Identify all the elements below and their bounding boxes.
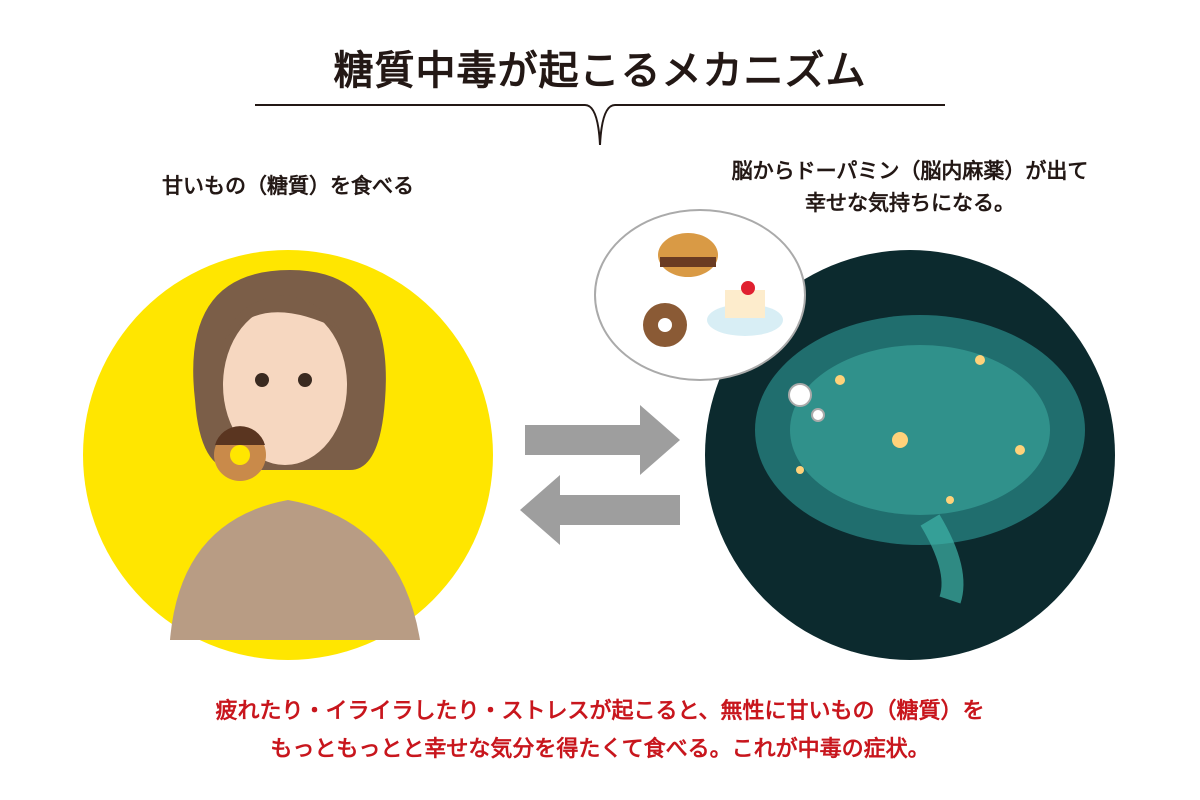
woman-eating-donut-illustration <box>170 270 420 640</box>
right-caption: 脳からドーパミン（脳内麻薬）が出て 幸せな気持ちになる。 <box>650 155 1170 219</box>
arrow-left-icon <box>520 475 680 545</box>
page-title: 糖質中毒が起こるメカニズム <box>333 48 867 94</box>
bottom-explanation: 疲れたり・イライラしたり・ストレスが起こると、無性に甘いもの（糖質）を もっとも… <box>0 693 1200 769</box>
left-caption: 甘いもの（糖質）を食べる <box>162 174 414 198</box>
right-caption-line1: 脳からドーパミン（脳内麻薬）が出て <box>731 159 1089 183</box>
thought-bubble <box>594 209 825 422</box>
title-underline-brace <box>255 104 945 146</box>
bottom-line1: 疲れたり・イライラしたり・ストレスが起こると、無性に甘いもの（糖質）を <box>215 699 985 724</box>
bottom-line2: もっともっとと幸せな気分を得たくて食べる。これが中毒の症状。 <box>270 737 930 762</box>
brain-illustration <box>755 315 1085 604</box>
arrow-right-icon <box>525 405 680 475</box>
right-caption-line2: 幸せな気持ちになる。 <box>805 191 1015 215</box>
